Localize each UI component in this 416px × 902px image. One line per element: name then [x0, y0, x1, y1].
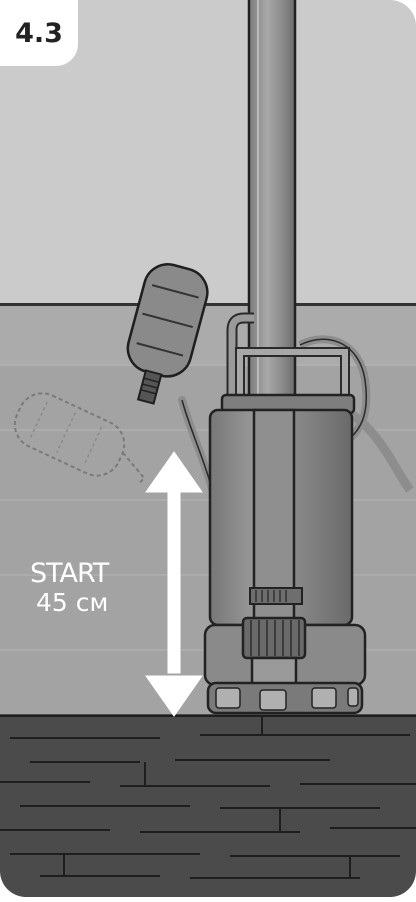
step-number-badge: 4.3: [0, 0, 78, 66]
start-distance: 45 см: [36, 588, 109, 618]
start-title: START: [30, 558, 109, 589]
double-arrow-icon: [145, 451, 203, 717]
pump-icon: [203, 312, 367, 715]
float-switch-ghost-icon: [13, 392, 146, 484]
start-level-label: START 45 см: [30, 558, 140, 618]
float-switch-icon: [126, 263, 209, 405]
